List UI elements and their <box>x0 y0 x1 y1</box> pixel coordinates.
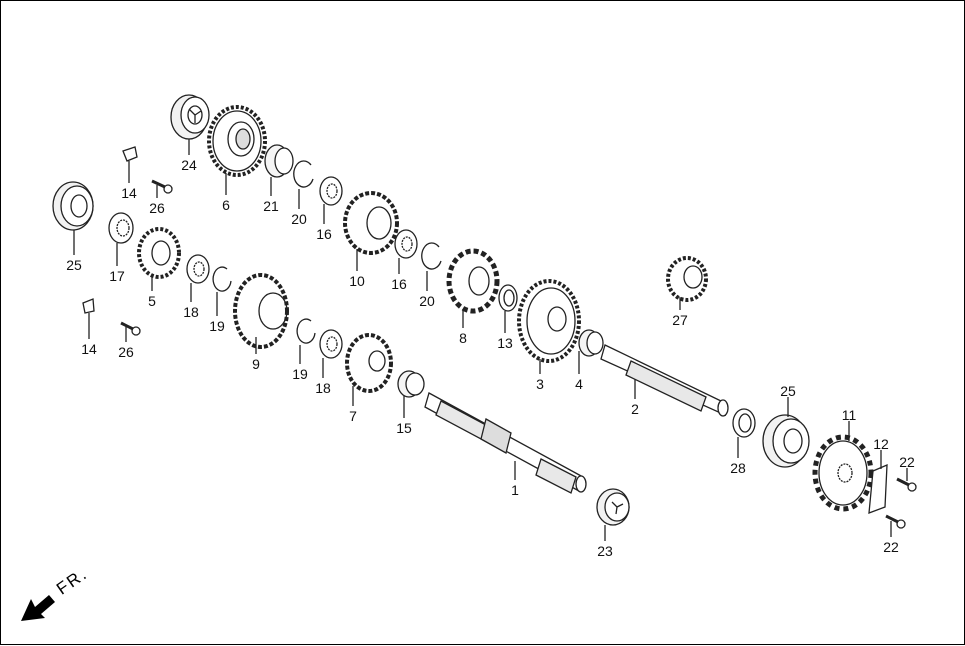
callout-label: 7 <box>349 408 357 424</box>
callout-label: 25 <box>780 383 796 399</box>
bolt-26b-icon <box>120 321 141 336</box>
circlip-19b-icon <box>296 318 316 344</box>
gear-10-icon <box>343 191 399 255</box>
circlip-19-icon <box>212 266 232 292</box>
callout-label: 8 <box>459 330 467 346</box>
plate-14b-icon <box>82 298 95 314</box>
bushing-15-icon <box>397 370 425 398</box>
callout-label: 18 <box>315 380 331 396</box>
bushing-4-icon <box>578 329 604 357</box>
washer-13-icon <box>498 284 518 312</box>
callout-label: 28 <box>730 460 746 476</box>
callout-label: 19 <box>292 366 308 382</box>
bolt-22b-icon <box>885 514 906 529</box>
washer-16b-icon <box>394 229 418 259</box>
mainshaft-1-icon <box>424 392 587 494</box>
callout-label: 24 <box>181 157 197 173</box>
callout-label: 21 <box>263 198 279 214</box>
callout-label: 14 <box>81 341 97 357</box>
washer-16-icon <box>319 176 343 206</box>
gear-8-icon <box>446 248 500 314</box>
callout-label: 20 <box>291 211 307 227</box>
callout-label: 19 <box>209 318 225 334</box>
washer-18-icon <box>186 254 210 284</box>
callout-label: 26 <box>118 344 134 360</box>
gear-6-icon <box>207 105 267 177</box>
seal-28-icon <box>732 408 756 438</box>
arrow-down-left-icon <box>21 595 55 621</box>
plate-14-icon <box>122 146 138 162</box>
circlip-20-icon <box>293 160 314 188</box>
callout-label: 26 <box>149 200 165 216</box>
sprocket-11-icon <box>812 434 874 512</box>
countershaft-2-icon <box>600 344 729 417</box>
bolt-22-icon <box>896 477 917 492</box>
bearing-23-icon <box>596 488 630 526</box>
gear-27-icon <box>666 256 708 302</box>
callout-label: 9 <box>252 356 260 372</box>
callout-label: 11 <box>841 407 857 423</box>
callout-label: 18 <box>183 304 199 320</box>
bushing-21-icon <box>264 144 294 178</box>
washer-17-icon <box>108 212 134 244</box>
gear-9-icon <box>233 273 289 349</box>
callout-label: 5 <box>148 293 156 309</box>
callout-label: 16 <box>316 226 332 242</box>
gear-3-icon <box>517 279 581 363</box>
washer-18b-icon <box>319 329 343 359</box>
callout-label: 25 <box>66 257 82 273</box>
circlip-20b-icon <box>421 242 442 270</box>
callout-label: 4 <box>575 376 583 392</box>
callout-label: 22 <box>899 454 915 470</box>
bolt-26-icon <box>151 179 173 194</box>
callout-label: 14 <box>121 185 137 201</box>
callout-label: 16 <box>391 276 407 292</box>
callout-label: 1 <box>511 482 519 498</box>
callout-label: 15 <box>396 420 412 436</box>
callout-label: 13 <box>497 335 513 351</box>
gear-7-icon <box>345 333 393 393</box>
callout-label: 10 <box>349 273 365 289</box>
callout-label: 20 <box>419 293 435 309</box>
callout-label: 17 <box>109 268 125 284</box>
callout-label: 23 <box>597 543 613 559</box>
bearing-24-icon <box>170 94 210 140</box>
bearing-25b-icon <box>762 414 810 468</box>
callout-label: 12 <box>873 436 889 452</box>
plate-12-icon <box>868 463 888 514</box>
callout-label: 6 <box>222 197 230 213</box>
callout-label: 27 <box>672 312 688 328</box>
gear-5-icon <box>137 227 181 279</box>
bearing-25-icon <box>52 181 94 231</box>
callout-label: 3 <box>536 376 544 392</box>
callout-label: 2 <box>631 401 639 417</box>
callout-label: 22 <box>883 539 899 555</box>
